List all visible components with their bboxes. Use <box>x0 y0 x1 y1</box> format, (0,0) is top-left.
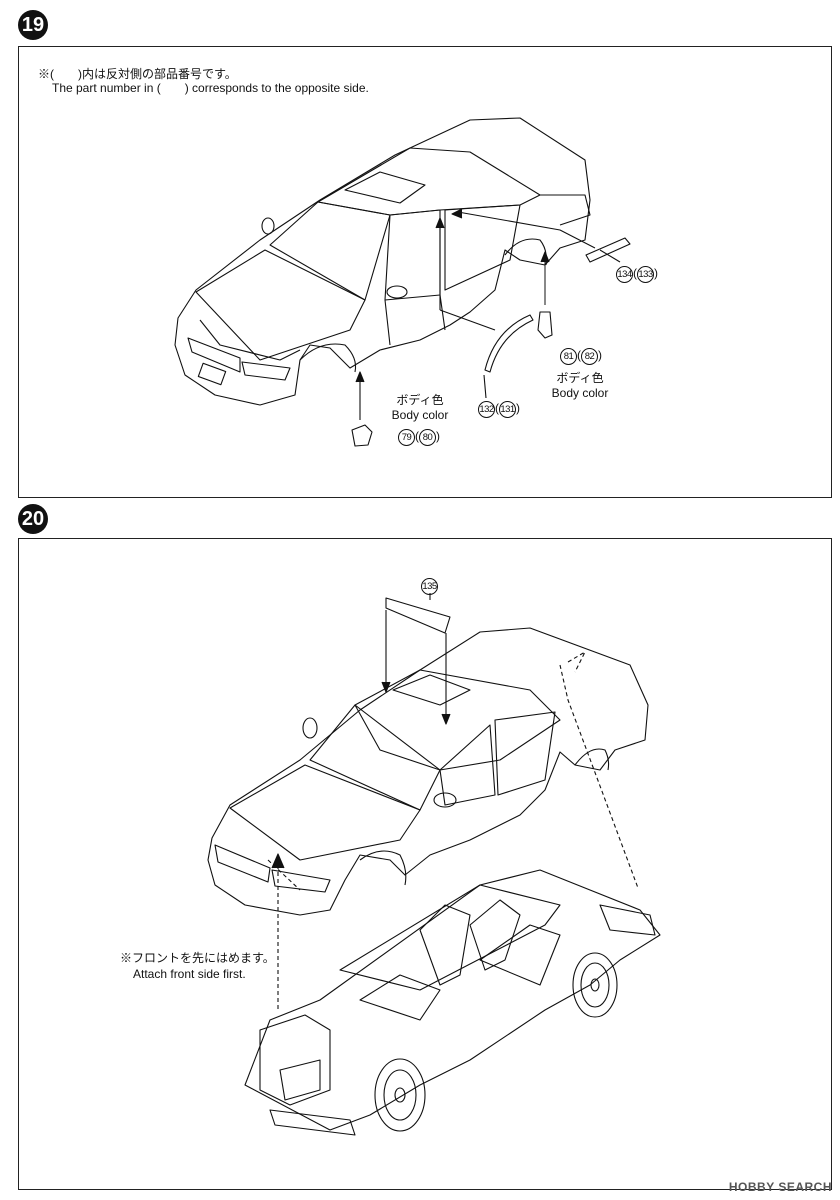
step-number-badge: 20 <box>18 504 48 534</box>
note-japanese: ※( )内は反対側の部品番号です。 <box>38 67 237 81</box>
note-japanese-front: ※フロントを先にはめます。 <box>120 951 275 965</box>
part-number-135: 135 <box>421 578 438 595</box>
body-color-label-right: ボディ色 Body color <box>551 371 609 400</box>
step-19-panel <box>18 46 832 498</box>
step-20-panel <box>18 538 832 1190</box>
part-number-134: 134(133) <box>616 266 658 283</box>
part-number-132: 132(131) <box>478 401 520 418</box>
part-number-81: 81(82) <box>560 348 602 365</box>
note-english-front: Attach front side first. <box>133 967 246 981</box>
watermark-logo: HOBBY SEARCH <box>728 1180 832 1194</box>
part-number-79: 79(80) <box>398 429 440 446</box>
note-english: The part number in ( ) corresponds to th… <box>52 81 369 95</box>
step-number-badge: 19 <box>18 10 48 40</box>
body-color-label-left: ボディ色 Body color <box>391 393 449 422</box>
